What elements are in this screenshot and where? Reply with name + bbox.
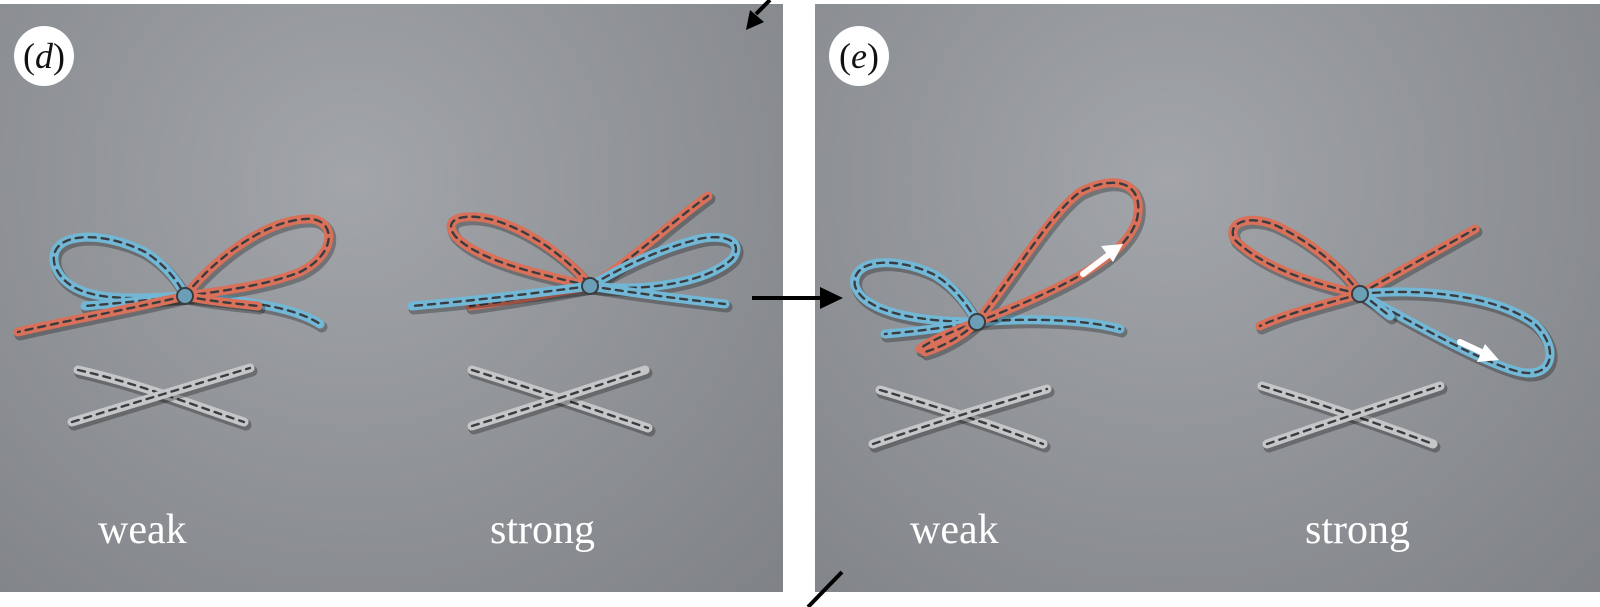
strong-bow-knot	[407, 191, 744, 315]
panel-e-paren-close: )	[866, 36, 879, 76]
panel-e-letter: e	[851, 36, 867, 76]
pull-arrow-blue-loop	[1457, 339, 1499, 362]
panel-d: (d)	[0, 4, 783, 592]
panel-e-paren-open: (	[839, 36, 851, 76]
pull-arrow-red-loop	[1080, 244, 1123, 277]
strong-bow-knot-pulled	[1228, 215, 1558, 382]
weak-bow-knot-pulled	[850, 178, 1146, 361]
panel-e-knot-illustration	[850, 178, 1558, 453]
strong-grey-cross	[467, 365, 656, 437]
weak-grey-cross	[67, 363, 258, 431]
panel-d-paren-close: )	[53, 36, 65, 76]
panel-e-strong-label: strong	[1305, 507, 1410, 553]
panel-d-paren-open: (	[23, 36, 35, 76]
panel-d-weak-label: weak	[98, 507, 187, 553]
strong-grey-cross-e	[1257, 381, 1448, 453]
panel-e-badge: (e)	[829, 26, 889, 86]
weak-bow-knot	[13, 214, 337, 341]
panel-d-letter: d	[35, 36, 53, 76]
panel-e-weak-label: weak	[910, 507, 999, 553]
panel-d-badge: (d)	[14, 26, 74, 86]
weak-grey-cross-e	[868, 384, 1055, 453]
panel-e: (e)	[815, 4, 1600, 592]
panel-d-knot-illustration	[13, 191, 744, 437]
panel-d-strong-label: strong	[490, 507, 595, 553]
